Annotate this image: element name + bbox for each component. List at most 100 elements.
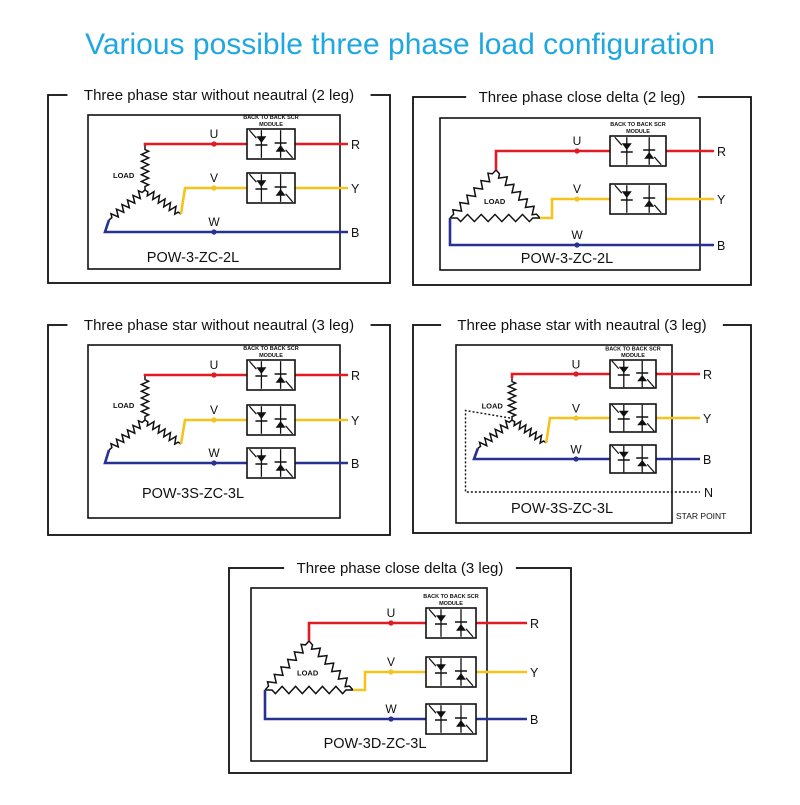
load-resistor	[144, 189, 182, 216]
phase-junction-dot	[211, 460, 217, 466]
scr-module-box	[246, 359, 296, 391]
terminal-label: R	[351, 138, 360, 152]
load-label: LOAD	[113, 401, 135, 410]
phase-label: V	[573, 182, 581, 196]
load-resistor	[265, 685, 353, 695]
scr-module-box	[246, 172, 296, 204]
phase-junction-dot	[388, 669, 394, 675]
star-point-label: STAR POINT	[676, 511, 726, 521]
gate-lead	[285, 468, 294, 478]
phase-label: V	[387, 655, 395, 669]
scr-module-box	[609, 135, 667, 167]
module-label: MODULE	[439, 601, 463, 607]
section-title: Three phase close delta (3 leg)	[297, 560, 504, 577]
module-label: MODULE	[259, 353, 283, 359]
load-resistor	[108, 419, 146, 451]
inner-panel	[439, 117, 701, 271]
scr-module	[609, 135, 667, 167]
gate-lead	[614, 184, 623, 194]
module-label: BACK TO BACK SCR	[610, 122, 666, 128]
inner-panel	[250, 587, 488, 762]
scr-module-box	[609, 183, 667, 215]
terminal-label: B	[530, 713, 538, 727]
scr-module	[609, 444, 657, 474]
scr-module-box	[246, 128, 296, 160]
gate-lead	[653, 156, 662, 166]
diagram-delta-3-leg: Three phase close delta (3 leg)LOADURVYW…	[228, 559, 572, 774]
scr-module-box	[425, 703, 477, 735]
terminal-label: R	[530, 617, 539, 631]
gate-lead	[646, 422, 655, 432]
load-label: LOAD	[297, 669, 319, 678]
phase-junction-dot	[211, 372, 217, 378]
module-label: BACK TO BACK SCR	[423, 594, 479, 600]
phase-junction-dot	[574, 242, 580, 248]
gate-lead	[285, 193, 294, 203]
load-label: LOAD	[113, 171, 135, 180]
module-label: MODULE	[259, 122, 283, 128]
scr-module-box	[609, 403, 657, 433]
load-label: LOAD	[484, 197, 506, 206]
phase-label: W	[570, 442, 582, 456]
title-mask	[466, 88, 698, 106]
section-frame: Three phase star without neautral (2 leg…	[47, 86, 391, 284]
diagram-delta-2-leg: Three phase close delta (2 leg)LOADURVYW…	[412, 88, 752, 286]
phase-label: W	[208, 446, 220, 460]
load-resistor	[506, 378, 518, 420]
section-title: Three phase star without neautral (2 leg…	[84, 87, 354, 104]
scr-module	[246, 128, 296, 160]
phase-junction-dot	[388, 716, 394, 722]
gate-lead	[248, 129, 257, 139]
inner-panel	[455, 344, 673, 524]
model-label: POW-3S-ZC-3L	[511, 501, 613, 517]
phase-label: U	[573, 134, 582, 148]
module-label: BACK TO BACK SCR	[243, 115, 299, 121]
terminal-label: R	[717, 145, 726, 159]
title-mask	[441, 316, 723, 334]
scr-module-box	[609, 444, 657, 474]
section-title: Three phase star without neautral (3 leg…	[84, 317, 354, 334]
scr-module	[609, 403, 657, 433]
phase-label: U	[387, 606, 396, 620]
module-label: MODULE	[626, 129, 650, 135]
section-frame: Three phase close delta (3 leg)	[228, 559, 572, 774]
section-frame: Three phase close delta (2 leg)	[412, 88, 752, 286]
load-resistor	[477, 419, 513, 450]
load-resistor	[495, 169, 541, 219]
section-title: Three phase close delta (2 leg)	[479, 89, 686, 106]
title-mask	[67, 316, 371, 334]
phase-r-wire	[307, 621, 527, 641]
phase-b-wire	[103, 449, 348, 465]
phase-label: V	[210, 403, 218, 417]
phase-label: W	[385, 702, 397, 716]
terminal-label: Y	[351, 414, 360, 428]
model-label: POW-3-ZC-2L	[521, 251, 613, 267]
scr-module	[246, 172, 296, 204]
gate-lead	[428, 657, 437, 667]
scr-module-box	[425, 607, 477, 639]
scr-module-box	[609, 359, 657, 389]
terminal-label: Y	[351, 182, 360, 196]
phase-label: V	[210, 171, 218, 185]
gate-lead	[285, 380, 294, 390]
load-resistor	[450, 213, 540, 223]
phase-junction-dot	[211, 185, 217, 191]
load-label: LOAD	[482, 402, 504, 411]
gate-lead	[465, 677, 474, 687]
terminal-label: R	[703, 368, 712, 382]
scr-module-box	[246, 404, 296, 436]
phase-label: U	[572, 357, 581, 371]
gate-lead	[465, 724, 474, 734]
scr-module	[246, 404, 296, 436]
gate-lead	[614, 136, 623, 146]
gate-lead	[646, 463, 655, 473]
gate-lead	[428, 608, 437, 618]
gate-lead	[285, 149, 294, 159]
phase-junction-dot	[211, 229, 217, 235]
terminal-label: R	[351, 369, 360, 383]
model-label: POW-3-ZC-2L	[147, 250, 239, 266]
phase-r-wire	[494, 149, 714, 170]
gate-lead	[611, 404, 620, 414]
page-title: Various possible three phase load config…	[85, 28, 715, 61]
